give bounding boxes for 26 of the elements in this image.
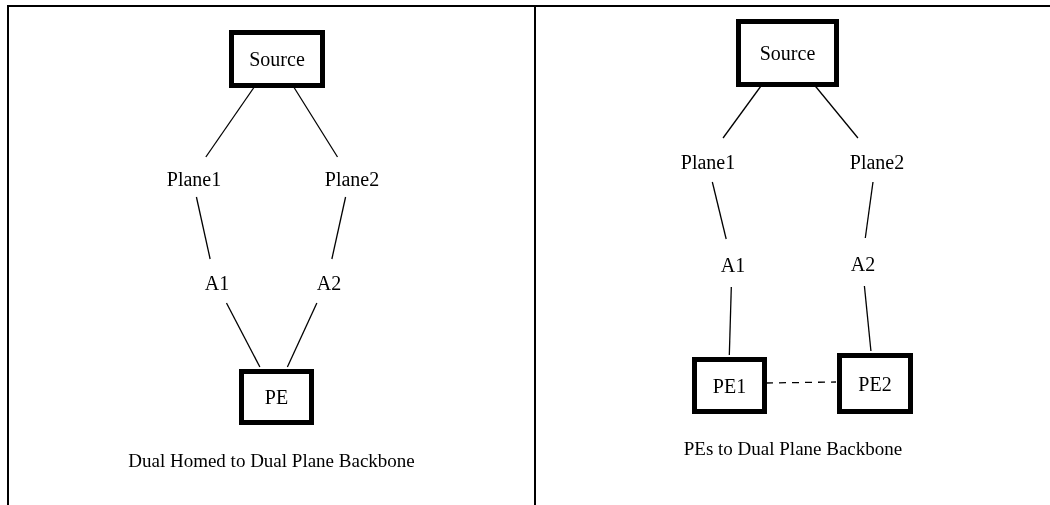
connector-line: [728, 286, 732, 356]
connector-line: [331, 196, 347, 260]
node-label: A2: [841, 240, 885, 288]
connector-line: [864, 181, 874, 239]
node-label: Plane1: [154, 159, 234, 199]
node-box: PE2: [837, 353, 913, 414]
dashed-connector: [765, 381, 837, 384]
node-label: A1: [711, 241, 755, 289]
node-box: Source: [229, 30, 325, 88]
node-label: Plane1: [668, 140, 748, 184]
table-cell: [535, 5, 1050, 505]
table-cell: [7, 5, 535, 505]
connector-line: [863, 285, 872, 352]
node-label: Plane2: [837, 140, 917, 184]
connector-line: [286, 302, 318, 368]
node-box: PE: [239, 369, 314, 425]
connector-line: [711, 181, 727, 240]
diagram-caption: Dual Homed to Dual Plane Backbone: [127, 449, 416, 473]
connector-line: [225, 302, 261, 368]
diagram-caption: PEs to Dual Plane Backbone: [682, 437, 904, 461]
connector-line: [195, 196, 211, 260]
node-box: Source: [736, 19, 839, 87]
node-label: A2: [307, 261, 351, 305]
node-label: A1: [195, 261, 239, 305]
node-box: PE1: [692, 357, 767, 414]
node-label: Plane2: [312, 159, 392, 199]
